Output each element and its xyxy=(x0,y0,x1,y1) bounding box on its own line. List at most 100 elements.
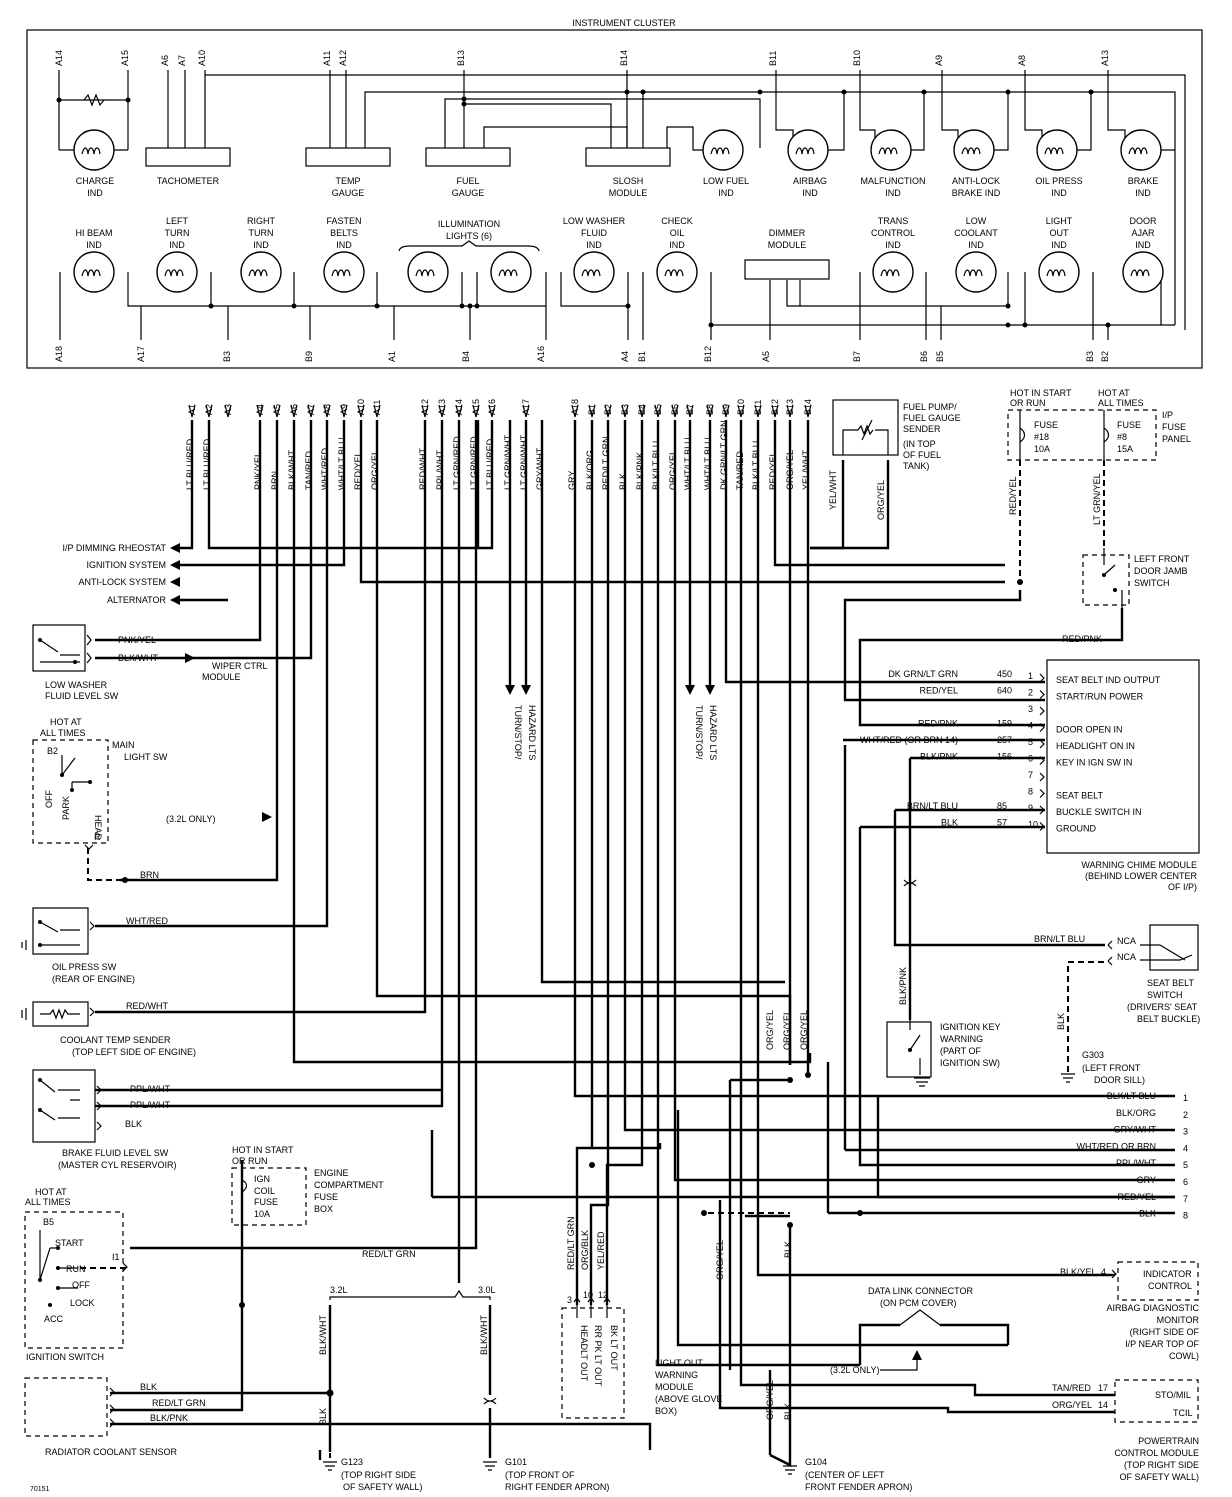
wire-label: BLK xyxy=(783,1403,793,1420)
light-out-label: LIGHT OUT xyxy=(655,1358,703,1368)
pin-stub xyxy=(188,404,196,418)
chime-label: WARNING CHIME MODULE xyxy=(1081,860,1197,870)
comp-label: DIMMER xyxy=(769,228,806,238)
wiper-label: WIPER CTRL xyxy=(212,661,268,671)
charge-ind xyxy=(73,129,115,171)
chime-label: (BEHIND LOWER CENTER xyxy=(1085,871,1198,881)
slosh-module-box xyxy=(585,147,671,167)
switch-pos: OFF xyxy=(44,790,54,808)
wire-color-label: LT GRN/WHT xyxy=(519,434,529,490)
pin-stub xyxy=(571,404,579,418)
door-jamb-label: LEFT FRONT xyxy=(1134,554,1190,564)
fuel-pump-label: (IN TOP xyxy=(903,439,936,449)
cluster-top-components xyxy=(73,129,1162,171)
cluster-top-labels: CHARGE IND TACHOMETER TEMP GAUGE FUEL GA… xyxy=(76,176,1159,198)
wire-color-label: LT BLU/RED xyxy=(185,438,195,490)
wire-color-label: RED/YEL xyxy=(768,451,778,490)
junction-dots xyxy=(122,579,1023,1397)
ign-key-label: IGNITION KEY xyxy=(940,1022,1001,1032)
fuse-panel-label: FUSE xyxy=(1162,422,1186,432)
radiator-label: RADIATOR COOLANT SENSOR xyxy=(45,1447,178,1457)
comp-label: AJAR xyxy=(1131,228,1155,238)
connector-pin-label: B4 xyxy=(637,404,647,415)
connector-pin-label: A8 xyxy=(322,404,332,415)
bus-pin-label: 4 xyxy=(1183,1143,1188,1153)
wire-label: PPL/WHT xyxy=(130,1100,171,1110)
pin-stub xyxy=(224,404,232,418)
bus-pin-label: 3 xyxy=(1183,1127,1188,1137)
comp-label: IND xyxy=(336,240,352,250)
pin-label: 12 xyxy=(598,1290,608,1300)
wire-label: RED/WHT xyxy=(126,1001,168,1011)
washer-label: LOW WASHER xyxy=(45,680,108,690)
ground-label: G303 xyxy=(1082,1050,1104,1060)
figure-id: 70151 xyxy=(30,1486,50,1493)
light-out-label: MODULE xyxy=(655,1382,694,1392)
chime-wire: BLK xyxy=(941,818,958,828)
pcm-label: POWERTRAIN xyxy=(1138,1436,1199,1446)
wire-label: ORG/YEL xyxy=(782,1010,792,1050)
pin-stub xyxy=(671,404,679,418)
pin-label: A6 xyxy=(160,55,170,66)
bus-pin-label: 6 xyxy=(1183,1177,1188,1187)
malfunction-ind xyxy=(870,129,912,171)
pcm-label: CONTROL MODULE xyxy=(1114,1448,1199,1458)
comp-label: OIL PRESS xyxy=(1035,176,1082,186)
connector-pin-label: A11 xyxy=(372,400,382,415)
oil-press-switch: WHT/RED OIL PRESS SW (REAR OF ENGINE) xyxy=(21,907,168,984)
connector-pin-label: B8 xyxy=(705,404,715,415)
pcm-func: TCIL xyxy=(1173,1408,1193,1418)
fuse-label: #18 xyxy=(1034,432,1049,442)
seat-belt-label: BELT BUCKLE) xyxy=(1137,1014,1200,1024)
wire-label: ORG/YEL xyxy=(765,1010,775,1050)
pin-label: A9 xyxy=(934,55,944,66)
hazard-labels: TURN/STOP/ HAZARD LTS TURN/STOP/ HAZARD … xyxy=(513,705,718,760)
connector-pin-label: A6 xyxy=(289,404,299,415)
comp-label: AIRBAG xyxy=(793,176,827,186)
connector-pin-label: A18 xyxy=(570,399,580,415)
pin-label: B5 xyxy=(43,1217,54,1227)
pin-stub xyxy=(256,404,264,418)
pin-label: A7 xyxy=(177,55,187,66)
comp-label: LOW FUEL xyxy=(703,176,749,186)
ground-label: G101 xyxy=(505,1457,527,1467)
engine-label: 3.0L xyxy=(478,1285,496,1295)
switch-pos: ACC xyxy=(44,1314,64,1324)
comp-label: MALFUNCTION xyxy=(861,176,926,186)
pin-stub xyxy=(706,404,714,418)
hot-label: HOT IN START xyxy=(232,1145,294,1155)
chime-wire: RED/YEL xyxy=(919,686,958,696)
wire-label: RED/LT GRN xyxy=(152,1398,206,1408)
comp-label: CHECK xyxy=(661,216,693,226)
ground-label: (LEFT FRONT xyxy=(1082,1063,1141,1073)
comp-label: SLOSH xyxy=(613,176,644,186)
pin-stub xyxy=(290,404,298,418)
chime-circuit: 57 xyxy=(997,818,1007,828)
bus-wire-label: GRY xyxy=(1137,1175,1156,1185)
dlc-label: DATA LINK CONNECTOR xyxy=(868,1286,974,1296)
chime-func: KEY IN IGN SW IN xyxy=(1056,758,1132,768)
washer-label: FLUID LEVEL SW xyxy=(45,691,119,701)
chime-circuit: 85 xyxy=(997,801,1007,811)
comp-label: IND xyxy=(968,240,984,250)
chime-circuit: 640 xyxy=(997,686,1012,696)
comp-label: IND xyxy=(1051,188,1067,198)
low-washer-ind xyxy=(573,251,615,293)
ground-label: DOOR SILL) xyxy=(1094,1075,1145,1085)
chime-pin: 4 xyxy=(1028,721,1033,731)
anti-lock-ind xyxy=(953,129,995,171)
wire-color-label: BLK/PNK xyxy=(635,452,645,490)
chime-pin: 5 xyxy=(1028,737,1033,747)
wire-color-label: BLK/LT BLU xyxy=(651,441,661,490)
pin-label: A8 xyxy=(1017,55,1027,66)
door-jamb-label: SWITCH xyxy=(1134,578,1170,588)
wiper-label: MODULE xyxy=(202,672,241,682)
pin-label: A15 xyxy=(120,50,130,66)
pin-label: A10 xyxy=(197,50,207,66)
chime-wire: BLK/PNK xyxy=(920,752,958,762)
pin-stub xyxy=(686,404,694,418)
radiator-coolant-sensor: BLK RED/LT GRN BLK/PNK RADIATOR COOLANT … xyxy=(24,1377,206,1457)
pin-stub xyxy=(1039,723,1045,732)
